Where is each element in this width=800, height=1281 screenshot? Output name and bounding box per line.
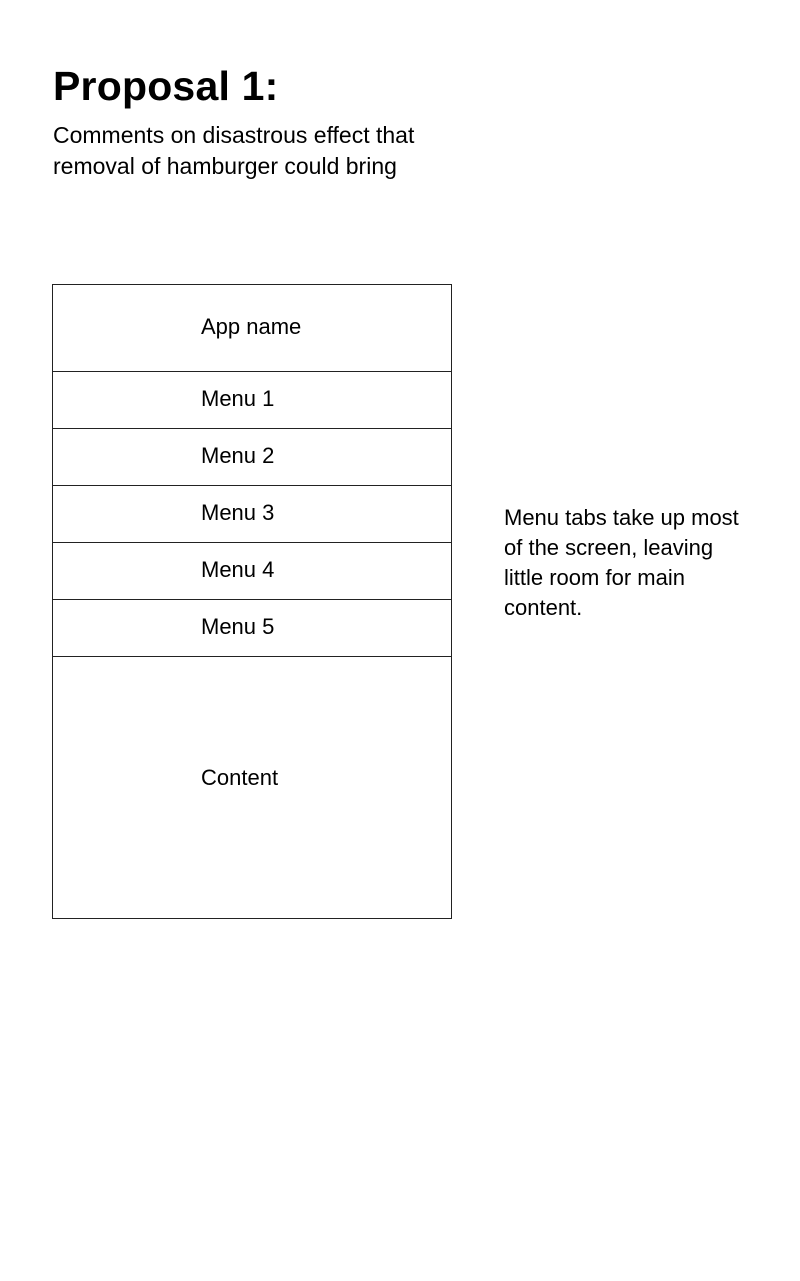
menu-tab-label: Menu 2 (201, 443, 275, 468)
wireframe-menu-tab-1: Menu 1 (53, 372, 451, 429)
menu-tab-label: Menu 3 (201, 500, 275, 525)
app-name-label: App name (201, 314, 302, 339)
wireframe-app-name-bar: App name (53, 285, 451, 372)
menu-tab-label: Menu 4 (201, 557, 275, 582)
page-description: Comments on disastrous effect that remov… (53, 122, 415, 179)
wireframe-menu-tab-2: Menu 2 (53, 429, 451, 486)
menu-tab-label: Menu 1 (201, 386, 275, 411)
wireframe-content-area: Content (53, 657, 451, 918)
menu-tab-label: Menu 5 (201, 614, 275, 639)
wireframe-menu-tab-5: Menu 5 (53, 600, 451, 657)
page-title: Proposal 1: (53, 63, 279, 109)
content-label: Content (201, 765, 279, 790)
wireframe-menu-tab-4: Menu 4 (53, 543, 451, 600)
annotation-note: Menu tabs take up most of the screen, le… (504, 505, 739, 620)
wireframe-menu-tab-3: Menu 3 (53, 486, 451, 543)
app-wireframe: App name Menu 1 Menu 2 Menu 3 Menu 4 Men… (52, 284, 452, 919)
